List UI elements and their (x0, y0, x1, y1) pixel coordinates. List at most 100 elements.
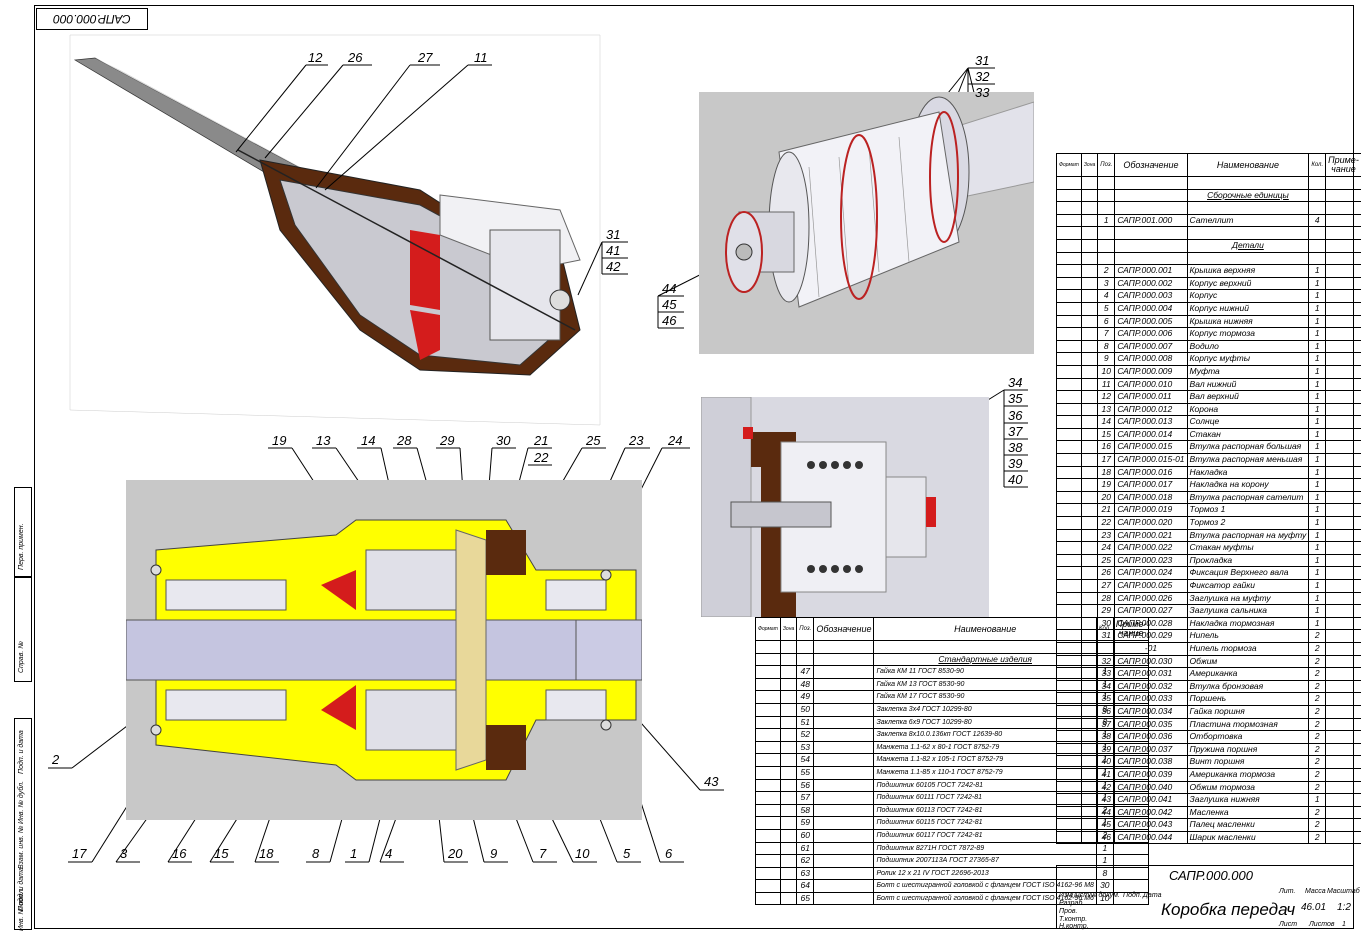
spec-code: САПР.000.015-01 (1114, 453, 1188, 467)
spec-pos: 58 (796, 803, 815, 818)
spec-qty: 1 (1308, 465, 1327, 480)
callout: 32 (975, 69, 990, 84)
spec-cell (1114, 176, 1188, 190)
spec-name: Втулка бронзовая (1186, 679, 1310, 694)
callout: 31 (606, 227, 621, 242)
spec-header: Приме-чание (1325, 153, 1361, 177)
spec-qty: 1 (1308, 490, 1327, 505)
spec-cell (1056, 176, 1082, 190)
spec-cell (755, 715, 781, 730)
spec-cell (1114, 201, 1188, 215)
spec-cell (1186, 176, 1310, 190)
spec-cell (1112, 816, 1150, 830)
spec-section-title: Стандартные изделия (873, 652, 1097, 667)
spec-cell (1325, 201, 1361, 215)
spec-cell (813, 728, 875, 742)
spec-header: Зона (779, 617, 798, 641)
spec-qty: 1 (1095, 816, 1114, 830)
spec-qty: 2 (1308, 742, 1327, 757)
spec-cell (779, 891, 798, 906)
spec-code: САПР.000.013 (1114, 415, 1188, 429)
spec-cell (1114, 226, 1188, 240)
spec-name: Тормоз 2 (1186, 516, 1310, 530)
spec-cell (813, 690, 875, 704)
spec-cell (1325, 692, 1361, 706)
spec-code: САПР.000.020 (1114, 516, 1188, 530)
spec-qty: 1 (1095, 677, 1114, 692)
spec-pos: 21 (1097, 503, 1116, 518)
spec-cell (1056, 503, 1082, 518)
spec-cell (1056, 553, 1082, 568)
spec-name: Заклепка 6х9 ГОСТ 10299-80 (873, 715, 1097, 730)
spec-cell (779, 866, 798, 881)
spec-name: Манжета 1.1-62 х 80-1 ГОСТ 8752-79 (873, 740, 1097, 755)
spec-cell (1325, 352, 1361, 366)
spec-cell (1325, 440, 1361, 455)
spec-qty: 1 (1308, 604, 1327, 618)
spec-cell (1080, 541, 1099, 555)
spec-cell (1097, 201, 1116, 215)
spec-pos: 15 (1097, 427, 1116, 442)
spec-cell (1080, 276, 1099, 291)
callout: 8 (312, 846, 320, 861)
callout: 10 (575, 846, 590, 861)
spec-cell (1056, 352, 1082, 366)
spec-cell (755, 690, 781, 704)
spec-qty: 1 (1308, 327, 1327, 341)
spec-pos: 63 (796, 866, 815, 881)
spec-cell (1112, 803, 1150, 818)
spec-cell (1325, 213, 1361, 228)
spec-section-row: Детали (1056, 238, 1361, 253)
spec-cell (1325, 793, 1361, 807)
spec-cell (1325, 314, 1361, 329)
spec-pos: 48 (796, 677, 815, 692)
spec-cell (813, 866, 875, 881)
spec-row (1056, 226, 1361, 240)
tb-label: № докум. (1089, 892, 1120, 899)
spec-cell (813, 753, 875, 767)
spec-cell (779, 665, 798, 679)
spec-name: Масленка (1186, 805, 1310, 820)
spec-cell (1325, 579, 1361, 593)
spec-name: Солнце (1186, 415, 1310, 429)
spec-name: Гайка КМ 13 ГОСТ 8530-90 (873, 677, 1097, 692)
spec-code: САПР.000.005 (1114, 314, 1188, 329)
spec-pos: 62 (796, 854, 815, 868)
spec-cell (1080, 579, 1099, 593)
callout: 14 (361, 433, 376, 448)
spec-cell (813, 879, 875, 893)
spec-name: Втулка распорная сателит (1186, 490, 1310, 505)
spec-cell (1080, 490, 1099, 505)
spec-cell (1097, 176, 1116, 190)
spec-row (1056, 251, 1361, 266)
spec-pos: 16 (1097, 440, 1116, 455)
spec-name: Манжета 1.1-82 х 105-1 ГОСТ 8752-79 (873, 753, 1097, 767)
spec-cell (1325, 327, 1361, 341)
spec-cell (779, 677, 798, 692)
spec-name: Накладка (1186, 465, 1310, 480)
spec-qty: 1 (1308, 377, 1327, 392)
spec-name: Пружина поршня (1186, 742, 1310, 757)
spec-cell (1056, 566, 1082, 580)
spec-cell (755, 828, 781, 843)
view-isometric-cutaway (69, 34, 601, 426)
spec-cell (1325, 251, 1361, 266)
spec-code: САПР.000.001 (1114, 264, 1188, 278)
spec-cell (813, 891, 875, 906)
spec-name: Стакан (1186, 427, 1310, 442)
spec-qty: 2 (1308, 654, 1327, 669)
spec-name: Шарик масленки (1186, 830, 1310, 845)
view-render-external (699, 92, 1034, 354)
spec-section-title: Сборочные единицы (1186, 188, 1310, 203)
callout: 9 (490, 846, 498, 861)
spec-cell (755, 640, 781, 654)
spec-header: Обозначение (813, 617, 875, 641)
spec-header: Поз. (1097, 153, 1116, 177)
spec-cell (813, 841, 875, 856)
